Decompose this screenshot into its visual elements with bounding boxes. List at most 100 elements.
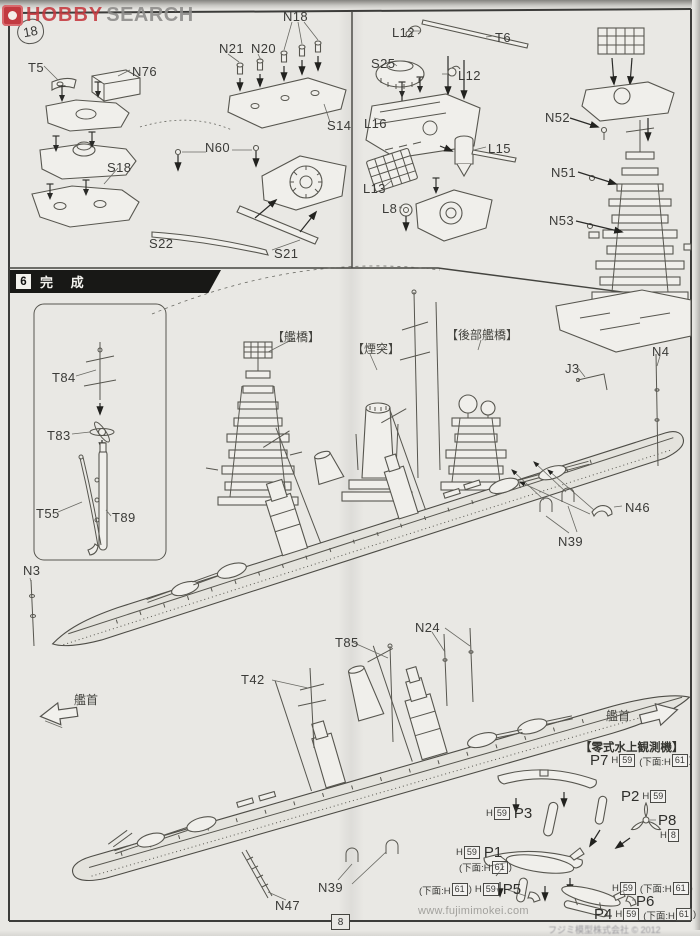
part-label-l12-b: L12: [458, 68, 481, 83]
annotation-bridge: 【艦橋】: [272, 330, 321, 344]
watermark-brand-right: SEARCH: [106, 4, 194, 26]
mast-tower-drawing: [555, 27, 692, 353]
part-label-n76: N76: [132, 64, 158, 79]
page-number: 8: [331, 914, 350, 930]
part-label-n60: N60: [205, 140, 231, 155]
part-label-t42: T42: [241, 672, 265, 687]
step-banner: 6 完 成: [10, 270, 221, 293]
part-label-n18: N18: [283, 9, 309, 24]
bow-arrow-left: [39, 701, 79, 728]
part-label-p3: P3: [513, 805, 533, 822]
part-label-n39-b: N39: [318, 880, 344, 895]
bridge-structure-drawing: [205, 337, 303, 506]
part-label-s21: S21: [274, 246, 299, 261]
annotation-bow-left: 艦首: [74, 693, 99, 707]
part-label-s18: S18: [107, 160, 132, 175]
part-label-l12-a: L12: [392, 25, 415, 40]
copyright-text: フジミ模型株式会社 © 2012: [548, 925, 661, 935]
annotation-aft-bridge: 【後部艦橋】: [446, 328, 519, 342]
part-label-l13: L13: [363, 181, 386, 196]
scan-edge-top: [0, 0, 700, 10]
funnel-parts-drawing: [365, 19, 529, 242]
n3-mast-part: [29, 577, 36, 647]
part-label-p7: P7: [590, 752, 609, 769]
part-label-p4: P4: [594, 906, 613, 923]
annotation-seaplane-title: 【零式水上観測機】: [580, 742, 684, 754]
seaplane-p1-drawing: [483, 847, 585, 903]
part-label-l15: L15: [488, 141, 511, 156]
part-label-n4: N4: [652, 344, 670, 359]
part-label-t85: T85: [335, 635, 359, 650]
part-label-n52: N52: [545, 110, 571, 125]
scan-edge-right: [692, 0, 700, 936]
page-frame: [8, 8, 692, 922]
deck-parts-drawing: [151, 21, 347, 256]
part-label-t5: T5: [28, 60, 44, 75]
part-label-s25: S25: [371, 56, 396, 71]
part-label-n51: N51: [551, 165, 577, 180]
annotation-funnel: 【煙突】: [352, 342, 401, 356]
part-label-l16: L16: [364, 116, 387, 131]
part-label-t6: T6: [495, 30, 511, 45]
scan-edge-bottom: [0, 930, 700, 936]
n60-pin-parts: [174, 144, 260, 172]
part-label-n21: N21: [219, 41, 245, 56]
part-label-n20: N20: [251, 41, 277, 56]
part-label-p6-row: P6: [636, 893, 654, 910]
lower-ship-mast-parts: [241, 627, 474, 901]
propeller-part: [630, 801, 662, 831]
pagoda-slabs: [588, 120, 692, 301]
hobby-search-watermark: HOBBY SEARCH: [2, 4, 194, 27]
part-label-p8-row: P8: [658, 812, 676, 829]
step-title: 完 成: [40, 275, 91, 290]
hobby-search-logo-icon: [2, 5, 23, 26]
aft-bridge-structure-drawing: [440, 339, 512, 491]
part-label-l8: L8: [382, 201, 398, 216]
part-label-p8: P8: [658, 812, 677, 829]
part-label-p2: P2: [621, 788, 640, 805]
part-label-s22: S22: [149, 236, 174, 251]
part-label-n46: N46: [625, 500, 651, 515]
part-label-p1: P1: [483, 844, 503, 861]
part-label-n53: N53: [549, 213, 575, 228]
part-label-j3: J3: [565, 361, 580, 376]
part-label-t83: T83: [47, 428, 71, 443]
part-label-t89: T89: [112, 510, 136, 525]
part-label-n47: N47: [275, 898, 301, 913]
part-label-p5: P5: [502, 881, 522, 898]
mast-parts-drawing: [399, 289, 441, 479]
bow-arrow-right: [638, 702, 679, 727]
turret-assembly-drawing: [31, 65, 141, 228]
part-label-s14: S14: [327, 118, 352, 133]
part-label-n39-a: N39: [558, 534, 584, 549]
part-label-t84: T84: [52, 370, 76, 385]
small-pin-parts: [236, 40, 322, 75]
part-label-t55: T55: [36, 506, 60, 521]
part-label-n3: N3: [23, 563, 41, 578]
website-url: www.fujimimokei.com: [418, 905, 529, 917]
rotor-assembly-drawing: [261, 155, 347, 211]
l13-grid-plate: [366, 147, 418, 193]
